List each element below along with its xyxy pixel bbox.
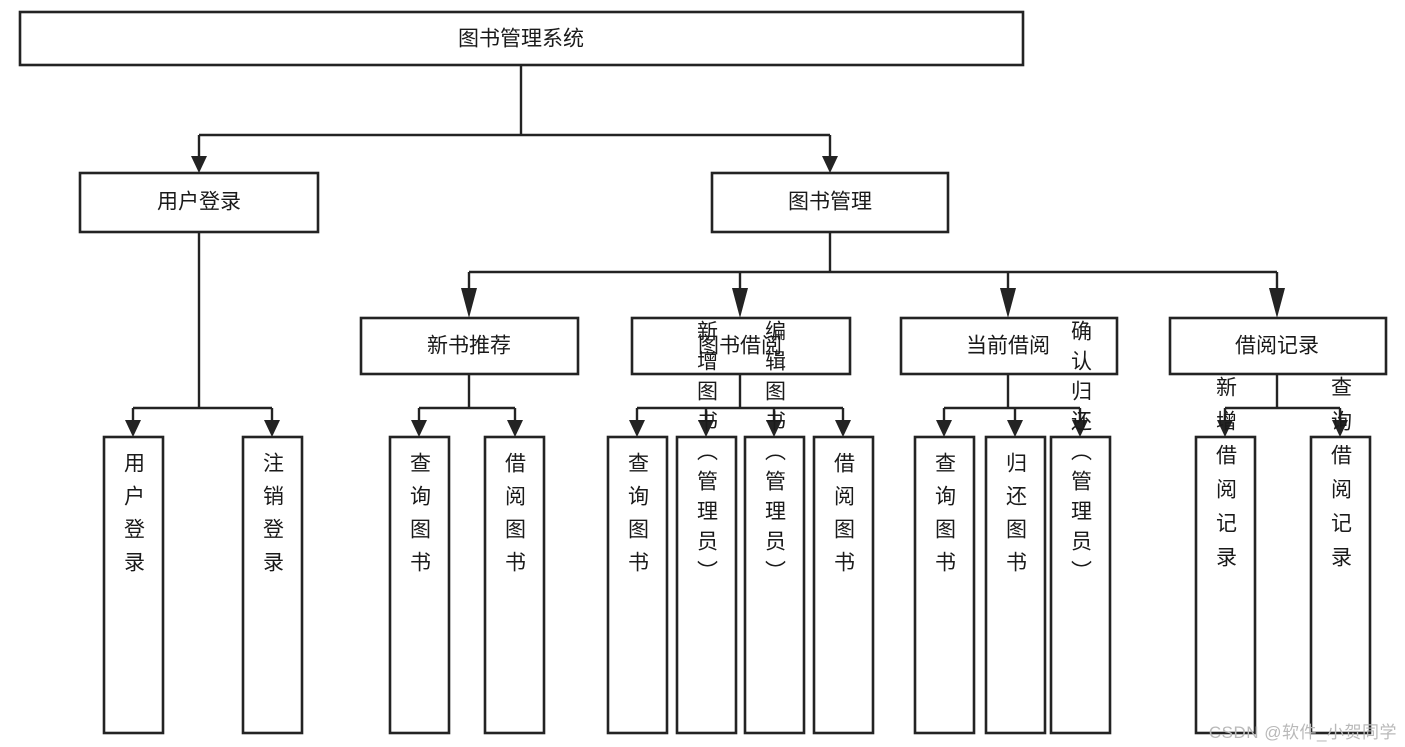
leaf-add-record-label: 新增借阅记录 bbox=[1214, 376, 1238, 580]
node-root-box[interactable] bbox=[18, 10, 1025, 67]
node-root-label: 图书管理系统 bbox=[458, 28, 584, 51]
arrow-currentborrow-to-leaf2 bbox=[1007, 420, 1023, 437]
leaf-return-book-label: 归还图书 bbox=[1004, 452, 1028, 584]
arrow-bookborrow-to-leaf4 bbox=[835, 420, 851, 437]
node-current-borrow-box[interactable] bbox=[899, 316, 1119, 376]
node-new-book-rec-label: 新书推荐 bbox=[427, 335, 511, 358]
leaf-return-book[interactable]: 归还图书 bbox=[984, 435, 1047, 735]
node-current-borrow-label: 当前借阅 bbox=[966, 335, 1050, 358]
node-borrow-record-box[interactable] bbox=[1168, 316, 1388, 376]
leaf-add-record-box[interactable] bbox=[1194, 435, 1257, 735]
leaf-confirm-return-label: 确认归还（管理员） bbox=[1069, 320, 1093, 590]
leaf-query-record-label: 查询借阅记录 bbox=[1329, 376, 1353, 580]
leaf-add-book[interactable]: 新增图书（管理员） bbox=[675, 320, 738, 735]
node-book-borrow-label: 图书借阅 bbox=[698, 335, 782, 358]
leaf-add-record[interactable]: 新增借阅记录 bbox=[1194, 376, 1257, 735]
leaf-borrow-book-1[interactable]: 借阅图书 bbox=[483, 435, 546, 735]
arrow-borrowrecord-to-leaf1 bbox=[1217, 420, 1233, 437]
node-root[interactable]: 图书管理系统 bbox=[18, 10, 1025, 67]
leaf-return-book-box[interactable] bbox=[984, 435, 1047, 735]
leaf-query-book-3[interactable]: 查询图书 bbox=[913, 435, 976, 735]
leaf-query-book-2-label: 查询图书 bbox=[626, 452, 650, 584]
leaf-borrow-book-2-label: 借阅图书 bbox=[832, 452, 856, 584]
leaf-query-book-2[interactable]: 查询图书 bbox=[606, 435, 669, 735]
leaf-edit-book-box[interactable] bbox=[743, 435, 806, 735]
arrow-bookborrow-to-leaf2 bbox=[698, 420, 714, 437]
arrow-root-to-book-manage bbox=[822, 156, 838, 173]
node-book-manage[interactable]: 图书管理 bbox=[710, 171, 950, 234]
node-borrow-record-label: 借阅记录 bbox=[1235, 335, 1319, 358]
leaf-logout[interactable]: 注销登录 bbox=[241, 435, 304, 735]
arrow-bm-to-newbook bbox=[461, 288, 477, 318]
leaf-logout-box[interactable] bbox=[241, 435, 304, 735]
leaf-user-login-box[interactable] bbox=[102, 435, 165, 735]
leaf-borrow-book-1-box[interactable] bbox=[483, 435, 546, 735]
arrow-borrowrecord-to-leaf2 bbox=[1332, 420, 1348, 437]
node-user-login[interactable]: 用户登录 bbox=[78, 171, 320, 234]
node-new-book-rec[interactable]: 新书推荐 bbox=[359, 316, 580, 376]
leaf-user-login-label: 用户登录 bbox=[122, 452, 146, 584]
leaf-query-record-box[interactable] bbox=[1309, 435, 1372, 735]
leaf-query-book-3-box[interactable] bbox=[913, 435, 976, 735]
leaf-query-record[interactable]: 查询借阅记录 bbox=[1309, 376, 1372, 735]
arrow-userlogin-to-leaf2 bbox=[264, 420, 280, 437]
node-new-book-rec-box[interactable] bbox=[359, 316, 580, 376]
arrow-newbook-to-leaf1 bbox=[411, 420, 427, 437]
leaf-confirm-return-box[interactable] bbox=[1049, 435, 1112, 735]
leaf-query-book-1[interactable]: 查询图书 bbox=[388, 435, 451, 735]
arrow-newbook-to-leaf2 bbox=[507, 420, 523, 437]
leaf-edit-book[interactable]: 编辑图书（管理员） bbox=[743, 320, 806, 735]
node-current-borrow[interactable]: 当前借阅 bbox=[899, 316, 1119, 376]
leaf-borrow-book-2-box[interactable] bbox=[812, 435, 875, 735]
leaf-query-book-3-label: 查询图书 bbox=[933, 452, 957, 584]
arrow-bm-to-borrowrecord bbox=[1269, 288, 1285, 318]
leaf-add-book-box[interactable] bbox=[675, 435, 738, 735]
connector-layer bbox=[125, 65, 1348, 437]
arrow-bookborrow-to-leaf1 bbox=[629, 420, 645, 437]
leaf-query-book-2-box[interactable] bbox=[606, 435, 669, 735]
node-book-borrow[interactable]: 图书借阅 bbox=[630, 316, 852, 376]
leaf-borrow-book-2[interactable]: 借阅图书 bbox=[812, 435, 875, 735]
node-book-manage-label: 图书管理 bbox=[788, 191, 872, 214]
leaf-edit-book-label: 编辑图书（管理员） bbox=[763, 320, 787, 590]
leaf-query-book-1-box[interactable] bbox=[388, 435, 451, 735]
node-borrow-record[interactable]: 借阅记录 bbox=[1168, 316, 1388, 376]
leaf-add-book-label: 新增图书（管理员） bbox=[695, 320, 719, 590]
arrow-bm-to-bookborrow bbox=[732, 288, 748, 318]
leaf-query-book-1-label: 查询图书 bbox=[408, 452, 432, 584]
arrow-userlogin-to-leaf1 bbox=[125, 420, 141, 437]
arrow-root-to-user-login bbox=[191, 156, 207, 173]
leaf-confirm-return[interactable]: 确认归还（管理员） bbox=[1049, 320, 1112, 735]
arrow-currentborrow-to-leaf3 bbox=[1072, 420, 1088, 437]
leaf-logout-label: 注销登录 bbox=[261, 452, 285, 584]
arrow-currentborrow-to-leaf1 bbox=[936, 420, 952, 437]
node-user-login-label: 用户登录 bbox=[157, 191, 241, 214]
node-book-manage-box[interactable] bbox=[710, 171, 950, 234]
leaf-user-login[interactable]: 用户登录 bbox=[102, 435, 165, 735]
leaf-borrow-book-1-label: 借阅图书 bbox=[503, 452, 527, 584]
node-book-borrow-box[interactable] bbox=[630, 316, 852, 376]
node-user-login-box[interactable] bbox=[78, 171, 320, 234]
arrow-bookborrow-to-leaf3 bbox=[766, 420, 782, 437]
arrow-bm-to-currentborrow bbox=[1000, 288, 1016, 318]
